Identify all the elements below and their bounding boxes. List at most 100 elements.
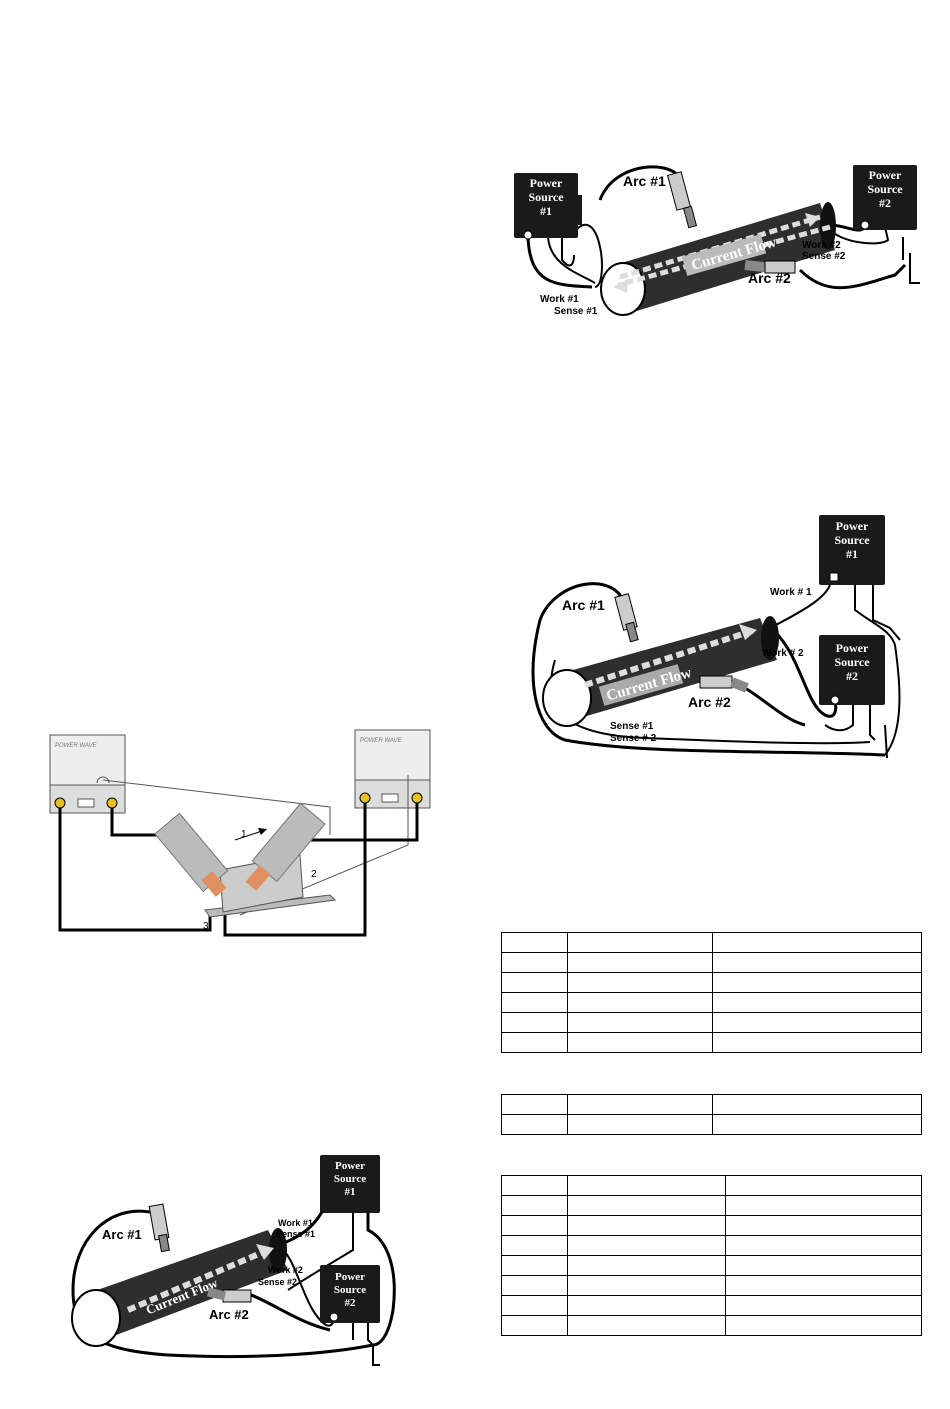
arc2-label: Arc #2 [209, 1307, 249, 1322]
arc1-label: Arc #1 [562, 597, 605, 613]
work1-label: Work #1 [540, 294, 579, 305]
table-cell [567, 1215, 726, 1236]
table-row [500, 992, 923, 1013]
ps2-line2: Source [334, 1284, 366, 1296]
table-row [500, 1315, 923, 1336]
table-cell [724, 1195, 923, 1216]
label-2: 2 [311, 869, 317, 880]
table-cell [724, 1275, 923, 1296]
sense1-label: Sense #1 [610, 721, 654, 732]
table-row [500, 1175, 923, 1196]
table-cell [500, 1275, 569, 1296]
table-cell [567, 1255, 726, 1276]
table-cell [567, 1235, 726, 1256]
table-cell [724, 1255, 923, 1276]
table-cell [500, 1012, 569, 1033]
ps1-line1: Power [836, 519, 869, 533]
arc2-label: Arc #2 [748, 270, 791, 286]
table-cell [567, 1114, 713, 1135]
table-row [500, 1235, 923, 1256]
table-cell [711, 932, 923, 953]
table-cell [500, 1195, 569, 1216]
table-cell [500, 1114, 569, 1135]
table-cell [500, 972, 569, 993]
table-row [500, 1094, 923, 1115]
table-row [500, 1275, 923, 1296]
table-cell [567, 1275, 726, 1296]
sense1-label: Sense #1 [276, 1229, 315, 1239]
table-cell [567, 1195, 726, 1216]
ps2-line1: Power [335, 1271, 365, 1283]
table-cell [724, 1215, 923, 1236]
table-cell [567, 1012, 713, 1033]
table-cell [711, 1114, 923, 1135]
figure-bottom-left: Current Flow Power Source #1 Power Sourc… [68, 1150, 408, 1370]
table-row [500, 1295, 923, 1316]
label-3: 3 [203, 921, 209, 932]
table-cell [724, 1235, 923, 1256]
ps2-line3: #2 [345, 1297, 357, 1309]
table-cell [724, 1315, 923, 1336]
ps1-line2: Source [334, 1173, 366, 1185]
work2-label: Work # 2 [762, 648, 804, 659]
table-cell [724, 1295, 923, 1316]
ps1-line3: #1 [540, 204, 552, 218]
table-cell [500, 1295, 569, 1316]
table-row [500, 1195, 923, 1216]
table-cell [500, 1032, 569, 1053]
sense2-label: Sense #2 [258, 1277, 297, 1287]
ps1-line1: Power [530, 176, 563, 190]
table-cell [724, 1175, 923, 1196]
label-1: 1 [241, 829, 247, 840]
table-row [500, 1012, 923, 1033]
table-row [500, 1255, 923, 1276]
table-cell [567, 932, 713, 953]
table-cell [567, 1315, 726, 1336]
arc1-label: Arc #1 [102, 1227, 142, 1242]
table-cell [500, 1255, 569, 1276]
table-cell [567, 992, 713, 1013]
table-cell [500, 1315, 569, 1336]
ps1-line2: Source [528, 190, 564, 204]
ps2-line2: Source [834, 655, 870, 669]
table-cell [500, 1235, 569, 1256]
ps2-line3: #2 [879, 196, 891, 210]
sense2-label: Sense #2 [802, 251, 846, 262]
table-cell [567, 952, 713, 973]
table-cell [567, 1032, 713, 1053]
figure-mid-right: Current Flow Power Source #1 Power Sourc… [525, 510, 930, 770]
ps2-line1: Power [869, 168, 902, 182]
table-cell [711, 992, 923, 1013]
table-cell [711, 1012, 923, 1033]
work1-label: Work # 1 [770, 587, 812, 598]
table-row [500, 1032, 923, 1053]
unit1-label: POWER WAVE [55, 743, 98, 749]
ps1-line3: #1 [345, 1186, 356, 1198]
table-1 [500, 932, 923, 1053]
table-cell [500, 952, 569, 973]
work2-label: Work #2 [268, 1265, 303, 1275]
table-row [500, 1114, 923, 1135]
table-cell [500, 1215, 569, 1236]
table-cell [567, 972, 713, 993]
ps2-line3: #2 [846, 669, 858, 683]
table-cell [500, 1175, 569, 1196]
table-cell [567, 1094, 713, 1115]
table-row [500, 932, 923, 953]
table-2 [500, 1094, 923, 1135]
sense1-label: Sense #1 [554, 306, 598, 317]
table-3 [500, 1175, 923, 1336]
figure-powerwave: POWER WAVE POWER WAVE 1 2 3 [45, 725, 440, 940]
figure-top-right: Current Flow Power Source #1 Power Sourc… [500, 155, 920, 330]
table-cell [711, 1094, 923, 1115]
unit2-label: POWER WAVE [360, 738, 403, 744]
table-cell [711, 1032, 923, 1053]
table-cell [500, 932, 569, 953]
table-row [500, 1215, 923, 1236]
table-row [500, 972, 923, 993]
table-cell [711, 972, 923, 993]
ps2-line2: Source [867, 182, 903, 196]
work2-label: Work #2 [802, 240, 841, 251]
table-cell [567, 1175, 726, 1196]
arc2-label: Arc #2 [688, 694, 731, 710]
